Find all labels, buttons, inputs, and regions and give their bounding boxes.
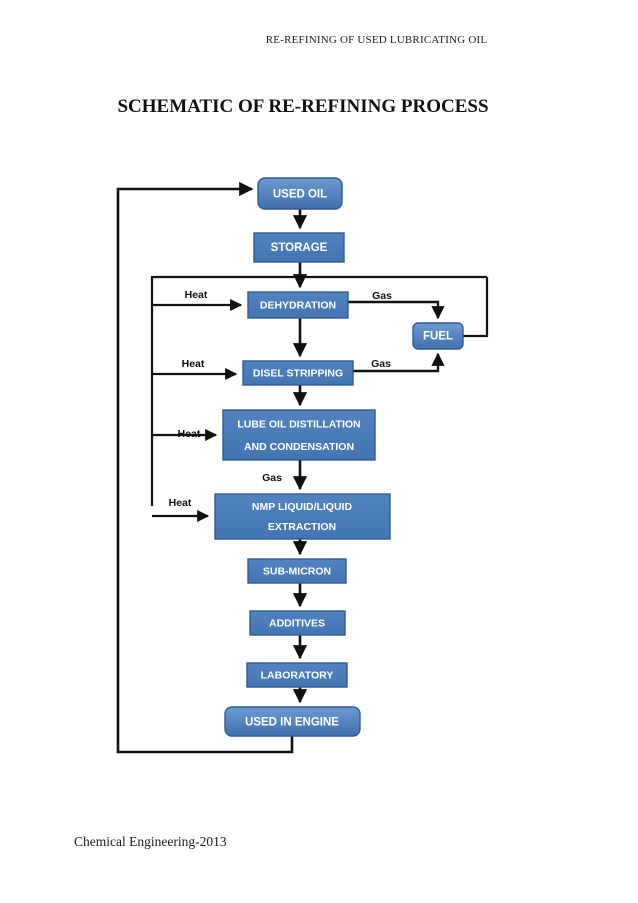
page-title: SCHEMATIC OF RE-REFINING PROCESS (0, 96, 638, 118)
node-nmp-extraction-shape (214, 493, 391, 540)
node-used-in-engine-label: USED IN ENGINE (245, 717, 339, 729)
node-fuel[interactable]: FUEL (412, 322, 464, 350)
node-nmp-extraction-label-line1: NMP LIQUID/LIQUID (252, 501, 353, 513)
node-used-oil[interactable]: USED OIL (257, 177, 343, 210)
edge-label-heat-lube: Heat (178, 428, 201, 440)
gas-line-disel-fuel (353, 352, 445, 373)
node-sub-micron-shape (247, 558, 347, 584)
node-disel-stripping-shape (242, 360, 354, 386)
node-sub-micron[interactable]: SUB-MICRON (247, 558, 347, 584)
node-lube-oil-distillation-shape (222, 409, 376, 461)
node-disel-stripping[interactable]: DISEL STRIPPING (242, 360, 354, 386)
edge-label-gas-disel: Gas (371, 358, 391, 370)
node-nmp-extraction[interactable]: NMP LIQUID/LIQUID EXTRACTION (214, 493, 391, 540)
node-laboratory-label: LABORATORY (261, 669, 334, 681)
node-fuel-label: FUEL (423, 331, 453, 343)
node-fuel-shape (412, 322, 464, 350)
node-additives[interactable]: ADDITIVES (249, 610, 346, 636)
node-lube-oil-distillation-label-line2: AND CONDENSATION (244, 441, 354, 453)
node-dehydration-shape (247, 291, 349, 319)
document-header: RE-REFINING OF USED LUBRICATING OIL (0, 34, 638, 46)
node-lube-oil-distillation-label-line1: LUBE OIL DISTILLATION (237, 418, 360, 430)
edge-label-gas-dehydration: Gas (372, 290, 392, 302)
document-footer: Chemical Engineering-2013 (74, 834, 227, 849)
node-storage-label: STORAGE (271, 242, 328, 254)
edge-label-heat-nmp: Heat (169, 497, 192, 509)
edge-label-heat-disel: Heat (182, 358, 205, 370)
page-title-text: SCHEMATIC OF RE-REFINING PROCESS (117, 96, 489, 117)
node-storage[interactable]: STORAGE (253, 232, 345, 263)
node-laboratory[interactable]: LABORATORY (246, 662, 348, 688)
node-dehydration[interactable]: DEHYDRATION (247, 291, 349, 319)
node-lube-oil-distillation[interactable]: LUBE OIL DISTILLATION AND CONDENSATION (222, 409, 376, 461)
node-used-in-engine[interactable]: USED IN ENGINE (224, 706, 361, 737)
edge-label-gas-lube: Gas (262, 472, 282, 484)
node-additives-shape (249, 610, 346, 636)
node-laboratory-shape (246, 662, 348, 688)
node-additives-label: ADDITIVES (269, 617, 325, 629)
node-dehydration-label: DEHYDRATION (260, 299, 336, 311)
node-used-in-engine-shape (224, 706, 361, 737)
edge-label-heat-dehydration: Heat (185, 289, 208, 301)
gas-line-dehydration-fuel (348, 300, 445, 320)
node-sub-micron-label: SUB-MICRON (263, 565, 331, 577)
node-used-oil-label: USED OIL (273, 189, 327, 201)
node-storage-shape (253, 232, 345, 263)
node-nmp-extraction-label-line2: EXTRACTION (268, 521, 336, 533)
node-disel-stripping-label: DISEL STRIPPING (253, 367, 343, 379)
document-header-text: RE-REFINING OF USED LUBRICATING OIL (265, 34, 488, 46)
fuel-return-line (463, 277, 489, 338)
node-used-oil-shape (257, 177, 343, 210)
recycle-loop-line (116, 181, 294, 754)
heat-supply-rail (150, 275, 487, 506)
